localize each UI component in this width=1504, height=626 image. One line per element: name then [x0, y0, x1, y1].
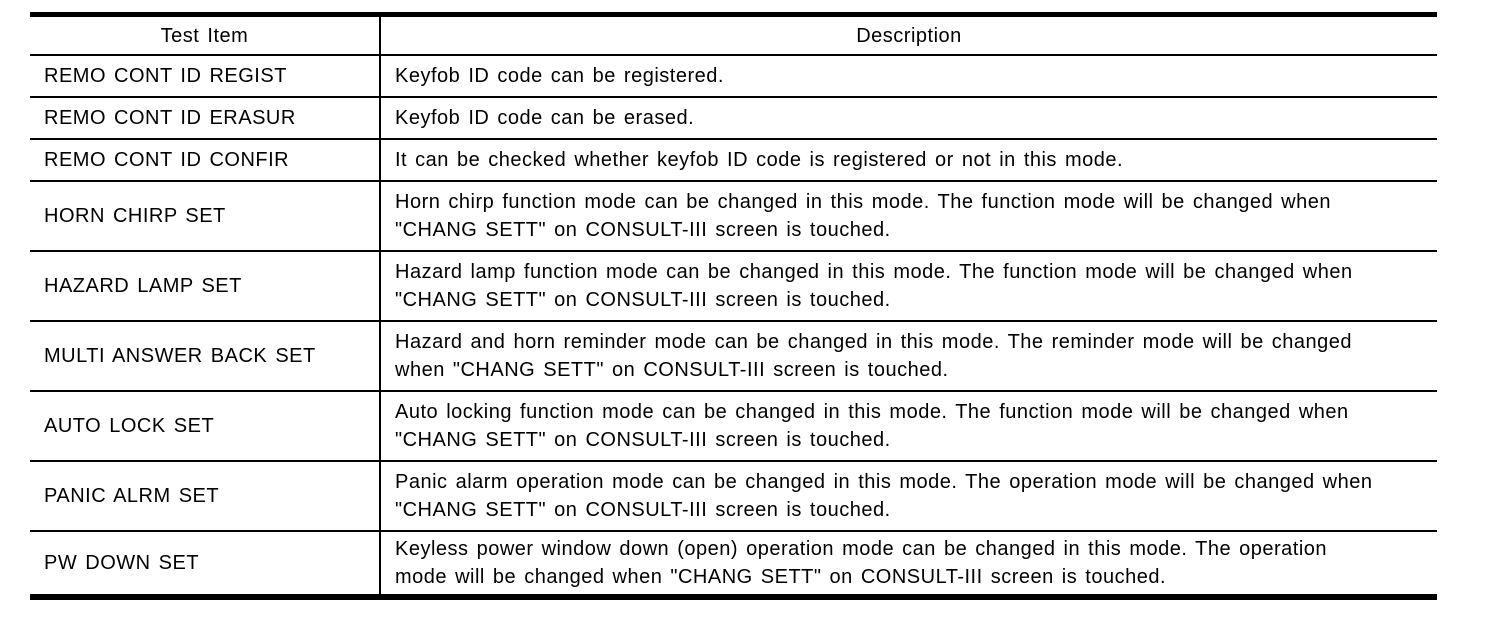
- table-row: REMO CONT ID CONFIR It can be checked wh…: [30, 139, 1437, 182]
- table-header: Test Item Description: [30, 14, 1437, 56]
- test-item-cell: REMO CONT ID ERASUR: [30, 97, 381, 140]
- test-item-table-wrap: Test Item Description REMO CONT ID REGIS…: [30, 12, 1437, 600]
- description-cell: Horn chirp function mode can be changed …: [380, 181, 1437, 252]
- header-row: Test Item Description: [30, 14, 1437, 56]
- table-row: HAZARD LAMP SET Hazard lamp function mod…: [30, 251, 1437, 322]
- table-row: AUTO LOCK SET Auto locking function mode…: [30, 391, 1437, 462]
- description-cell: Panic alarm operation mode can be change…: [380, 461, 1437, 532]
- description-cell: Keyfob ID code can be registered.: [380, 55, 1437, 98]
- test-item-cell: REMO CONT ID CONFIR: [30, 139, 381, 182]
- test-item-cell: MULTI ANSWER BACK SET: [30, 321, 381, 392]
- table-body: REMO CONT ID REGIST Keyfob ID code can b…: [30, 55, 1437, 598]
- description-cell: Hazard lamp function mode can be changed…: [380, 251, 1437, 322]
- description-cell: Keyfob ID code can be erased.: [380, 97, 1437, 140]
- test-item-cell: HORN CHIRP SET: [30, 181, 381, 252]
- table-row: REMO CONT ID REGIST Keyfob ID code can b…: [30, 55, 1437, 98]
- description-cell: Keyless power window down (open) operati…: [380, 531, 1437, 598]
- test-item-cell: PANIC ALRM SET: [30, 461, 381, 532]
- column-header-description: Description: [380, 14, 1437, 56]
- table-row: HORN CHIRP SET Horn chirp function mode …: [30, 181, 1437, 252]
- description-cell: It can be checked whether keyfob ID code…: [380, 139, 1437, 182]
- table-row: PW DOWN SET Keyless power window down (o…: [30, 531, 1437, 598]
- test-item-cell: HAZARD LAMP SET: [30, 251, 381, 322]
- table-row: MULTI ANSWER BACK SET Hazard and horn re…: [30, 321, 1437, 392]
- test-item-table: Test Item Description REMO CONT ID REGIS…: [30, 12, 1437, 600]
- description-cell: Hazard and horn reminder mode can be cha…: [380, 321, 1437, 392]
- column-header-test-item: Test Item: [30, 14, 381, 56]
- description-cell: Auto locking function mode can be change…: [380, 391, 1437, 462]
- test-item-cell: PW DOWN SET: [30, 531, 381, 598]
- test-item-cell: AUTO LOCK SET: [30, 391, 381, 462]
- table-row: PANIC ALRM SET Panic alarm operation mod…: [30, 461, 1437, 532]
- test-item-cell: REMO CONT ID REGIST: [30, 55, 381, 98]
- table-row: REMO CONT ID ERASUR Keyfob ID code can b…: [30, 97, 1437, 140]
